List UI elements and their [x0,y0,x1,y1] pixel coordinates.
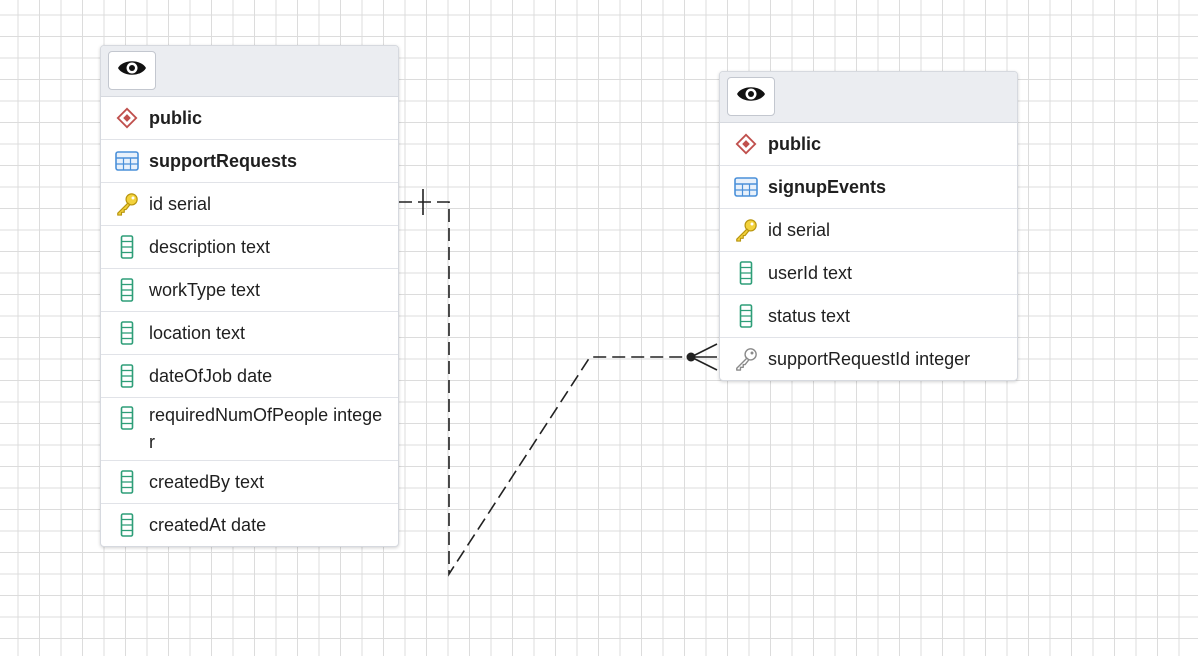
column-icon [115,364,139,388]
column-label: id serial [768,219,831,240]
column-icon [115,321,139,345]
table-name: supportRequests [149,150,298,171]
column-label: status text [768,305,851,326]
relationship-line[interactable] [399,201,690,577]
column-icon [115,235,139,259]
column-row[interactable]: id serial [720,209,1017,252]
column-label: id serial [149,193,212,214]
entity-support-requests[interactable]: public supportRequests id serial descrip… [100,45,399,547]
column-icon [115,513,139,537]
column-row[interactable]: workType text [101,269,398,312]
table-icon [734,175,758,199]
column-row[interactable]: id serial [101,183,398,226]
entity-signup-events[interactable]: public signupEvents id serial userId tex… [719,71,1018,381]
column-row[interactable]: status text [720,295,1017,338]
column-row[interactable]: description text [101,226,398,269]
view-details-button[interactable] [108,51,156,90]
entity-header [101,46,398,97]
column-row[interactable]: supportRequestId integer [720,338,1017,380]
column-label: workType text [149,279,261,300]
column-row[interactable]: createdAt date [101,504,398,546]
column-label: createdBy text [149,471,265,492]
column-label: userId text [768,262,853,283]
table-row: supportRequests [101,140,398,183]
primary-key-icon [115,192,139,216]
column-icon [115,470,139,494]
column-icon [115,406,139,430]
column-label: requiredNumOfPeople integer [149,405,383,452]
schema-icon [734,132,758,156]
table-row: signupEvents [720,166,1017,209]
foreign-key-icon [734,347,758,371]
schema-name: public [768,133,821,154]
column-row[interactable]: createdBy text [101,461,398,504]
column-row[interactable]: userId text [720,252,1017,295]
eye-icon [117,58,147,83]
cardinality-many-mark [690,343,718,371]
schema-row: public [101,97,398,140]
view-details-button[interactable] [727,77,775,116]
primary-key-icon [734,218,758,242]
column-row[interactable]: location text [101,312,398,355]
column-row[interactable]: dateOfJob date [101,355,398,398]
table-name: signupEvents [768,176,887,197]
column-label: description text [149,236,271,257]
column-icon [734,261,758,285]
table-icon [115,149,139,173]
column-label: location text [149,322,246,343]
eye-icon [736,84,766,109]
column-label: supportRequestId integer [768,348,971,369]
column-label: createdAt date [149,514,267,535]
column-icon [115,278,139,302]
entity-header [720,72,1017,123]
schema-name: public [149,107,202,128]
column-label: dateOfJob date [149,365,273,386]
schema-row: public [720,123,1017,166]
schema-icon [115,106,139,130]
column-icon [734,304,758,328]
column-row[interactable]: requiredNumOfPeople integer [101,398,398,461]
